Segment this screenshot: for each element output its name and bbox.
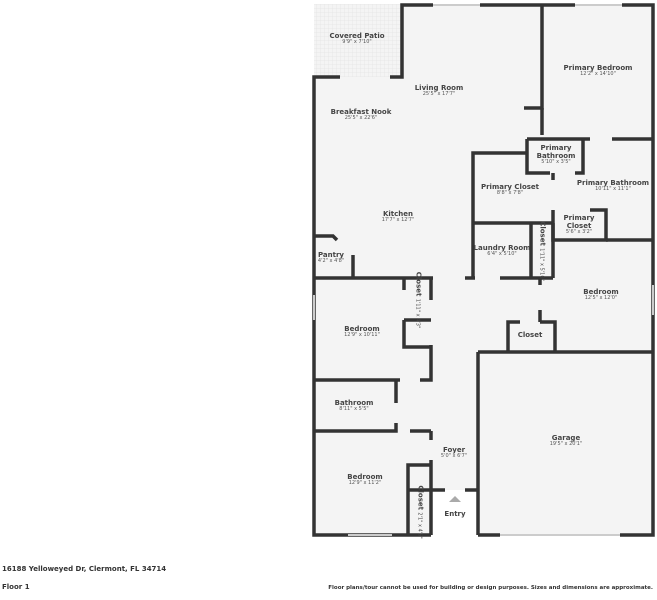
address: 16188 Yelloweyed Dr, Clermont, FL 34714 — [2, 565, 167, 573]
room-bedroom-closet: Closet 1'11" x 4'3" — [414, 271, 423, 329]
entry-arrow-icon — [449, 496, 461, 502]
disclaimer: Floor plans/tour cannot be used for buil… — [328, 585, 653, 591]
room-laundry-closet: Closet 1'11" x 5'10" — [538, 221, 547, 281]
room-bedroom-south-closet: Closet 2'1" x 4'6" — [416, 485, 425, 539]
entry-label: Entry — [444, 510, 466, 518]
walls — [312, 3, 655, 537]
windows — [313, 4, 654, 536]
house-floor — [314, 5, 653, 535]
room-closet-hall: Closet — [517, 331, 543, 339]
patio-floor — [314, 4, 402, 77]
floor-label: Floor 1 — [2, 583, 30, 591]
